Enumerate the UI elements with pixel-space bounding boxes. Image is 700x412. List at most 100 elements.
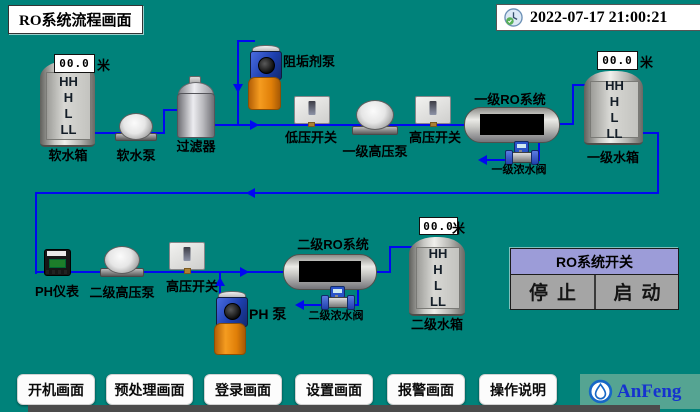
stage2-tank-levels: HH H L LL	[416, 246, 460, 309]
soft-tank-level-readout: 00.0	[54, 54, 95, 73]
flow-arrow-left	[246, 188, 255, 198]
filter-body	[177, 93, 215, 138]
level-mark: H	[433, 262, 443, 277]
panel-divider	[594, 275, 596, 309]
stage2-hp-pump	[104, 246, 140, 274]
antiscalant-tank	[248, 77, 281, 110]
valve-meter-screen	[333, 289, 342, 293]
ro-switch-panel: RO系统开关 停止 启动	[510, 248, 679, 310]
gauge-display	[183, 247, 191, 261]
stage1-hp-pump	[356, 100, 394, 130]
pipe-segment	[35, 192, 659, 194]
stage2-tank-level-readout: 00.0	[419, 217, 458, 235]
ph-meter-label: PH仪表	[34, 284, 80, 299]
stage1-tank-unit: 米	[640, 55, 654, 70]
flow-arrow-right	[250, 120, 259, 130]
pipe-segment	[35, 192, 37, 274]
flow-arrow-left	[478, 155, 487, 165]
level-mark: H	[609, 93, 620, 109]
nav-operation-help-button[interactable]: 操作说明	[479, 374, 557, 405]
valve-flange	[347, 295, 355, 310]
brand-logo: AnFeng	[580, 374, 700, 409]
clock-icon	[504, 8, 523, 27]
valve-flange	[531, 150, 539, 165]
soft-water-pump-label: 软水泵	[116, 148, 156, 163]
high-pressure-switch-1	[415, 96, 451, 124]
datetime-text: 2022-07-17 21:00:21	[530, 8, 668, 26]
antiscalant-pump-label: 阻垢剂泵	[283, 54, 336, 69]
pipe-segment	[357, 286, 359, 306]
filter-label: 过滤器	[176, 139, 216, 154]
stop-button[interactable]: 停止	[528, 283, 585, 304]
flow-arrow-up	[215, 277, 225, 286]
antiscalant-pump-face	[258, 57, 275, 74]
stage2-tank-label: 二级水箱	[410, 317, 463, 332]
ph-pump-label: PH 泵	[249, 306, 287, 322]
ro-system-1-vessel	[464, 107, 560, 143]
pipe-segment	[163, 109, 165, 134]
nav-startup-screen-button[interactable]: 开机画面	[17, 374, 95, 405]
stage1-tank-level-readout: 00.0	[597, 51, 638, 70]
pipe-segment	[389, 246, 412, 248]
soft-water-tank-levels: HH H L LL	[46, 72, 91, 140]
pipe-segment	[572, 84, 574, 125]
water-drop-logo-icon	[587, 378, 614, 405]
ro-system-2-vessel	[283, 254, 377, 290]
low-pressure-switch	[294, 96, 330, 124]
level-mark: HH	[605, 77, 624, 93]
stage2-hp-pump-label: 二级高压泵	[89, 285, 155, 300]
level-mark: LL	[606, 125, 623, 141]
page-title: RO系统流程画面	[8, 5, 143, 34]
level-mark: H	[63, 90, 74, 105]
soft-tank-unit: 米	[97, 58, 111, 73]
low-pressure-switch-label: 低压开关	[284, 130, 337, 145]
valve-flange	[321, 295, 329, 310]
pipe-segment	[237, 40, 255, 42]
valve-meter-screen	[517, 144, 526, 148]
gauge-display	[429, 101, 437, 115]
ph-meter-top	[47, 251, 66, 256]
ro-membrane	[299, 261, 361, 282]
soft-water-pump	[119, 113, 153, 140]
level-mark: HH	[59, 74, 78, 89]
valve-flange	[505, 150, 513, 165]
stage1-tank-levels: HH H L LL	[590, 77, 639, 141]
flow-arrow-left	[295, 300, 304, 310]
concentrate-valve-2-label: 二级浓水阀	[308, 310, 364, 322]
pipe-segment	[538, 139, 540, 161]
pipe-segment	[35, 271, 287, 273]
brand-logo-text: AnFeng	[617, 380, 682, 402]
ph-pump-face	[224, 303, 241, 320]
ro-system-2-label: 二级RO系统	[297, 237, 369, 252]
level-mark: L	[434, 278, 442, 293]
ph-meter-terminals	[46, 270, 67, 274]
high-pressure-switch-2	[169, 242, 205, 270]
gauge-stem	[430, 122, 437, 127]
pipe-segment	[370, 271, 391, 273]
pipe-segment	[642, 132, 659, 134]
level-mark: L	[64, 106, 73, 121]
nav-alarm-screen-button[interactable]: 报警画面	[387, 374, 465, 405]
pipe-segment	[554, 123, 574, 125]
nav-login-screen-button[interactable]: 登录画面	[204, 374, 282, 405]
pipe-segment	[163, 109, 181, 111]
nav-settings-screen-button[interactable]: 设置画面	[295, 374, 373, 405]
pipe-segment	[210, 124, 467, 126]
ph-dosing-tank	[214, 323, 246, 355]
nav-pretreatment-screen-button[interactable]: 预处理画面	[106, 374, 193, 405]
pipe-segment	[572, 84, 587, 86]
level-mark: HH	[428, 246, 448, 261]
gauge-display	[308, 101, 316, 115]
valve-stem	[519, 150, 522, 153]
pipe-segment	[389, 246, 391, 273]
valve-stem	[335, 295, 338, 298]
stage2-tank-unit: 米	[452, 221, 466, 236]
pipe-segment	[237, 40, 239, 125]
gauge-stem	[308, 122, 315, 127]
ro-system-1-label: 一级RO系统	[474, 92, 546, 107]
stage1-tank-label: 一级水箱	[586, 150, 639, 165]
start-button[interactable]: 启动	[613, 283, 670, 304]
level-mark: LL	[430, 294, 446, 309]
ro-membrane	[480, 114, 544, 135]
